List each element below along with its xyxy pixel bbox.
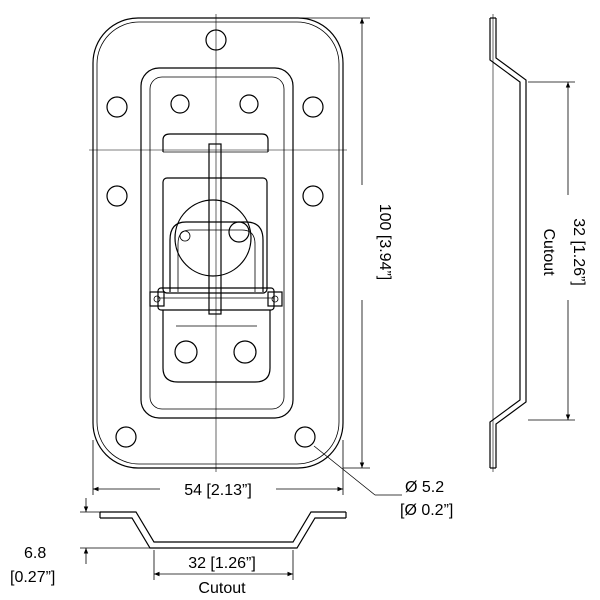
side-profile-inner bbox=[495, 18, 527, 468]
bottom-view bbox=[99, 511, 347, 549]
front-view bbox=[89, 14, 347, 472]
outer-plate bbox=[92, 17, 344, 469]
mounting-hole bbox=[106, 96, 128, 118]
width-dimension: 54 [2.13”] bbox=[92, 440, 344, 499]
mounting-hole bbox=[106, 185, 128, 207]
plate-inner-edge bbox=[96, 21, 340, 465]
catch-hole bbox=[174, 340, 198, 364]
mounting-hole bbox=[302, 185, 324, 207]
catch-hole bbox=[233, 340, 257, 364]
hole-diameter-in: [Ø 0.2”] bbox=[400, 502, 453, 519]
mounting-holes bbox=[106, 29, 324, 448]
rotary-disc bbox=[174, 199, 252, 277]
recess-hole bbox=[170, 94, 190, 114]
hole-diameter-mm: Ø 5.2 bbox=[405, 479, 444, 496]
hinge-clip-left bbox=[149, 291, 165, 307]
handle-bar bbox=[208, 143, 222, 315]
height-label: 100 [3.94”] bbox=[376, 204, 393, 281]
mounting-hole bbox=[302, 96, 324, 118]
height-dimension: 100 [3.94”] bbox=[270, 17, 393, 469]
latch-body bbox=[162, 177, 268, 294]
hole-diameter-callout: Ø 5.2 [Ø 0.2”] bbox=[313, 445, 453, 519]
recess-hole bbox=[239, 94, 259, 114]
bottom-cutout-dimension: 32 [1.26”] Cutout bbox=[153, 550, 294, 597]
mounting-hole bbox=[115, 426, 137, 448]
bottom-cutout-label: Cutout bbox=[198, 580, 246, 597]
side-cutout-dimension: 32 [1.26”] Cutout bbox=[528, 81, 587, 421]
bottom-profile-inner bbox=[100, 517, 346, 549]
bottom-cutout-value: 32 [1.26”] bbox=[188, 555, 256, 572]
depth-in: [0.27”] bbox=[10, 569, 55, 586]
mounting-hole bbox=[294, 426, 316, 448]
hinge-clip-right bbox=[267, 291, 283, 307]
recess-inner bbox=[149, 76, 285, 410]
side-profile bbox=[489, 18, 521, 468]
side-cutout-value: 32 [1.26”] bbox=[570, 218, 587, 286]
disc-small-hole bbox=[228, 221, 250, 243]
hinge-pin bbox=[153, 295, 161, 303]
depth-dimension: 6.8 [0.27”] bbox=[10, 498, 150, 586]
hinge-pin bbox=[271, 295, 279, 303]
bottom-profile bbox=[100, 511, 346, 543]
width-label: 54 [2.13”] bbox=[184, 482, 252, 499]
latch-bracket bbox=[162, 133, 269, 152]
side-cutout-label: Cutout bbox=[540, 228, 557, 276]
side-view bbox=[489, 14, 527, 472]
catch-plate bbox=[162, 310, 271, 383]
depth-mm: 6.8 bbox=[24, 545, 46, 562]
recess-outer bbox=[140, 67, 294, 419]
